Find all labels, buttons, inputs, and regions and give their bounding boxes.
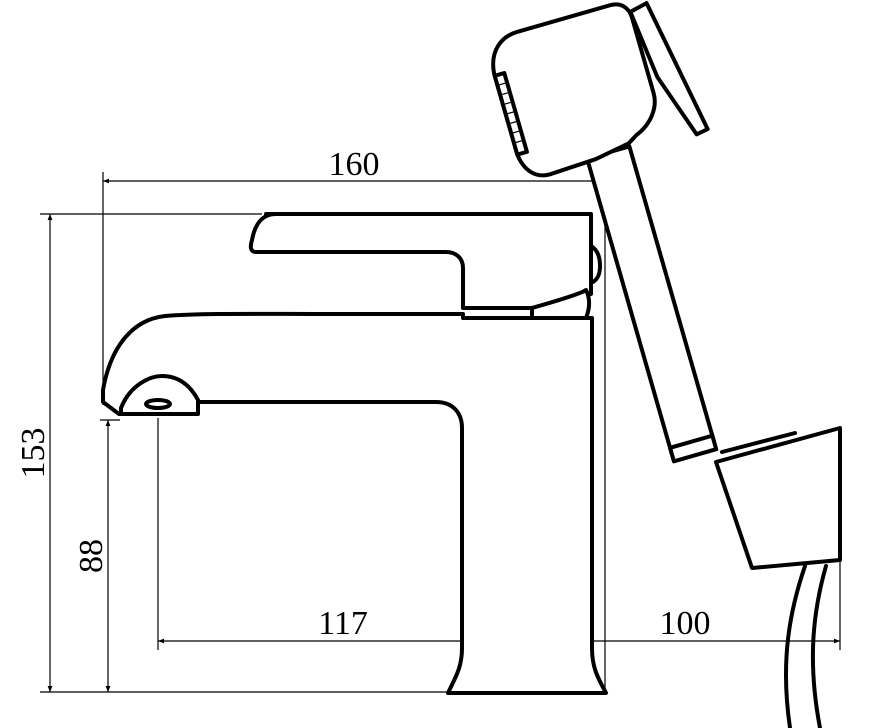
- hand-spray: [491, 1, 719, 464]
- lever-handle: [248, 212, 602, 320]
- dimension-width-label: 160: [329, 146, 380, 183]
- dimension-lines: [47, 178, 840, 692]
- faucet-body: [101, 311, 608, 695]
- dimension-spray-offset-label: 100: [660, 605, 711, 642]
- dimension-height-label: 153: [15, 428, 52, 479]
- spray-holder: [714, 426, 842, 570]
- dimension-spout-height-label: 88: [73, 539, 110, 573]
- spray-hose: [784, 564, 828, 728]
- dimension-spout-reach-label: 117: [318, 605, 368, 642]
- nozzle-holes: [499, 82, 522, 144]
